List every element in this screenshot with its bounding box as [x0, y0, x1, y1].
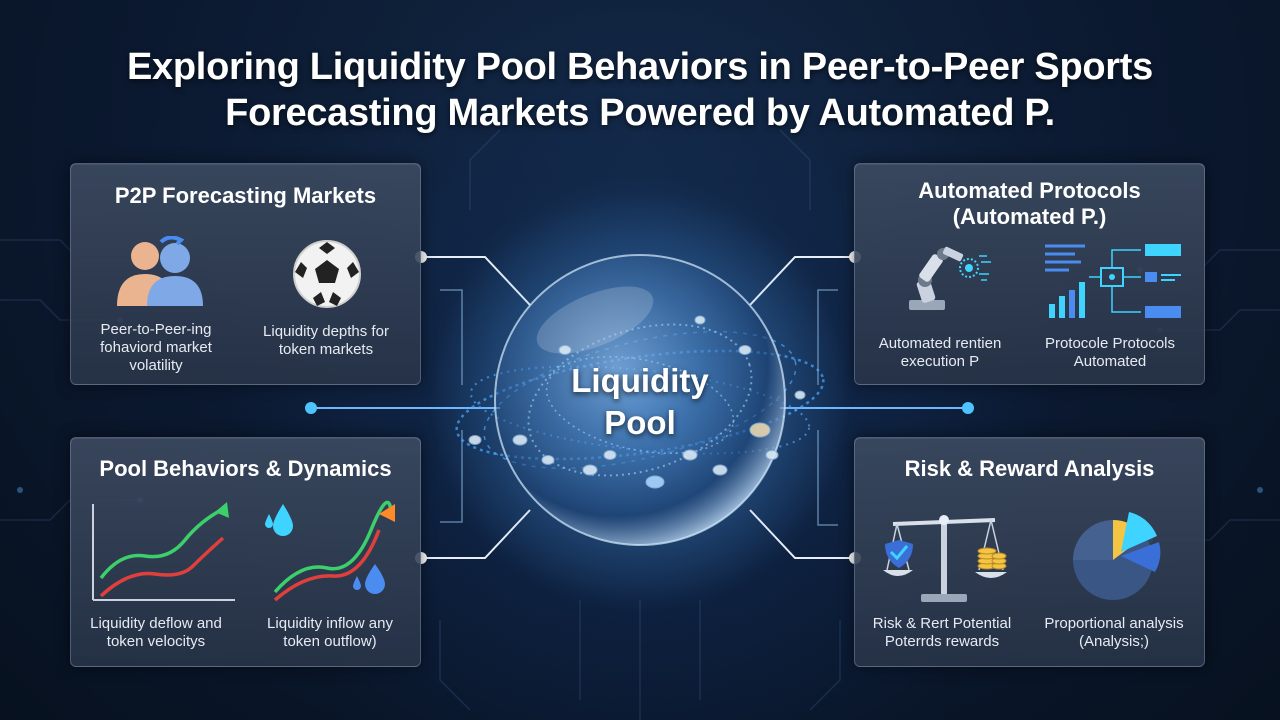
- caption-risk-potential: Risk & Rert Potential Poterrds rewards: [872, 615, 1012, 650]
- panel-title-line-1: Automated Protocols: [918, 178, 1141, 203]
- caption-liquidity-inflow: Liquidity inflow any token outflow): [267, 615, 393, 650]
- users-icon: [117, 236, 203, 306]
- page-title: Exploring Liquidity Pool Behaviors in Pe…: [0, 44, 1280, 136]
- liquidity-drops-icon: [265, 500, 395, 602]
- caption-proportional-analysis: Proportional analysis (Analysis;): [1044, 615, 1184, 650]
- caption-peer-to-peer: Peer-to-Peer-ing fohaviord market volati…: [100, 321, 212, 374]
- robot-arm-icon: [909, 246, 991, 310]
- protocol-flow-icon: [1045, 244, 1181, 318]
- pool-label-line-1: Liquidity: [571, 362, 709, 399]
- panel-title: P2P Forecasting Markets: [114, 183, 377, 208]
- pool-label-line-2: Pool: [604, 404, 676, 441]
- caption-automated-execution: Automated rentien execution P: [878, 335, 1002, 370]
- caption-liquidity-deflow: Liquidity deflow and token velocitys: [90, 615, 222, 650]
- balance-scale-icon: [883, 515, 1007, 602]
- p2p-forecasting-panel: P2P Forecasting Markets Peer-to-Peer-ing…: [70, 163, 421, 385]
- title-line-1: Exploring Liquidity Pool Behaviors in Pe…: [127, 46, 1153, 88]
- trend-lines-icon: [92, 502, 235, 601]
- automated-protocols-panel: Automated Protocols (Automated P.): [854, 163, 1205, 385]
- pie-chart-icon: [1073, 512, 1161, 600]
- title-line-2: Forecasting Markets Powered by Automated…: [225, 92, 1055, 134]
- soccer-ball-icon: [293, 240, 361, 308]
- panel-title: Pool Behaviors & Dynamics: [99, 456, 392, 481]
- caption-liquidity-depths: Liquidity depths for token markets: [263, 323, 389, 358]
- pool-behaviors-panel: Pool Behaviors & Dynamics Liquidity defl…: [70, 437, 421, 667]
- panel-title: Automated Protocols (Automated P.): [855, 178, 1204, 230]
- liquidity-pool-label: Liquidity Pool: [540, 360, 740, 444]
- panel-title-line-2: (Automated P.): [952, 204, 1107, 229]
- risk-reward-panel: Risk & Reward Analysis Risk & Rert Poten…: [854, 437, 1205, 667]
- panel-title: Risk & Reward Analysis: [904, 456, 1155, 481]
- liquidity-pool-sphere: [455, 254, 825, 546]
- caption-protocols: Protocole Protocols Automated: [1044, 335, 1176, 370]
